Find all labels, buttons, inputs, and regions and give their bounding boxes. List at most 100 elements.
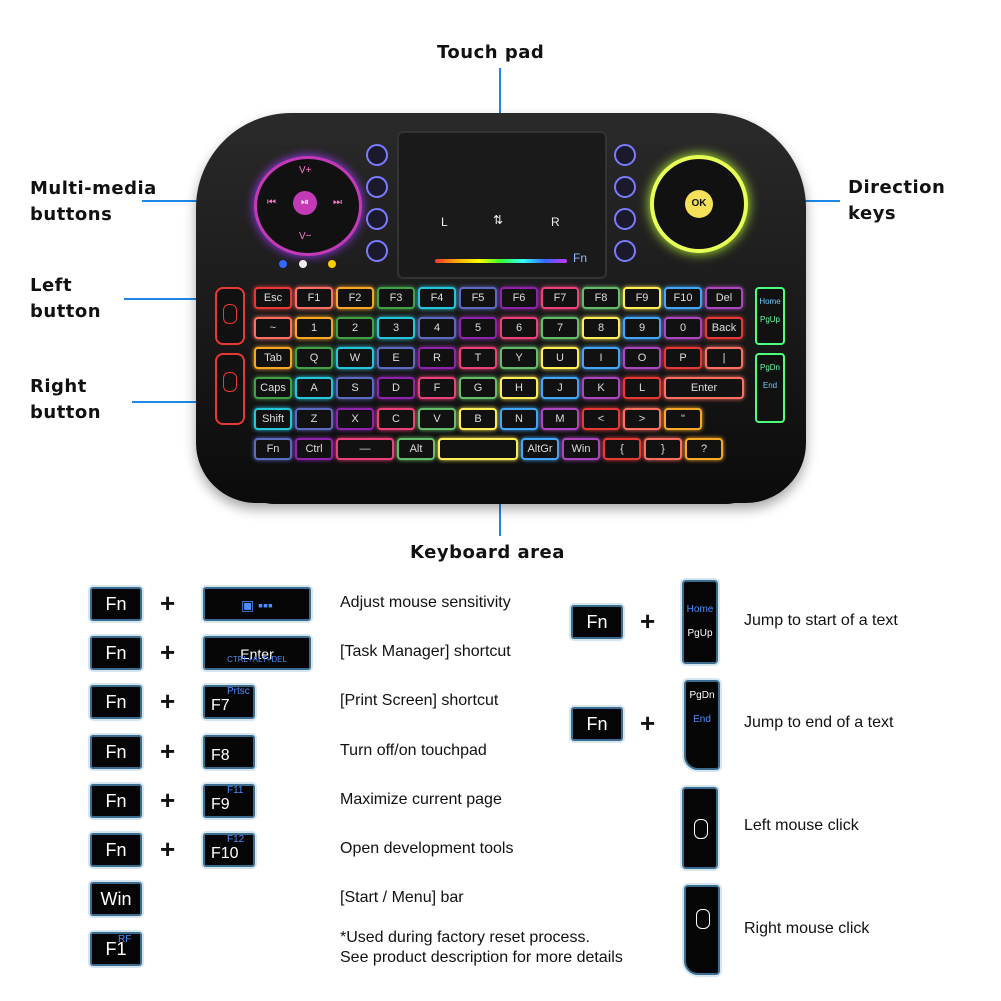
- key-f[interactable]: F: [418, 377, 456, 399]
- key-d[interactable]: D: [377, 377, 415, 399]
- key-x[interactable]: X: [336, 408, 374, 430]
- key-0[interactable]: 0: [664, 317, 702, 339]
- key-f2[interactable]: F2: [336, 287, 374, 309]
- key-z[interactable]: Z: [295, 408, 333, 430]
- key-s[interactable]: S: [336, 377, 374, 399]
- combo-key-label: F10: [211, 845, 239, 862]
- direction-dpad[interactable]: OK: [650, 155, 748, 253]
- key-i[interactable]: I: [582, 347, 620, 369]
- key-f10[interactable]: F10: [664, 287, 702, 309]
- left-mouse-button[interactable]: [215, 287, 245, 345]
- key-sym9[interactable]: ?: [685, 438, 723, 460]
- key-p[interactable]: P: [664, 347, 702, 369]
- key-3[interactable]: 3: [377, 317, 415, 339]
- key-back[interactable]: Back: [705, 317, 743, 339]
- key-del[interactable]: Del: [705, 287, 743, 309]
- key-5[interactable]: 5: [459, 317, 497, 339]
- key-enter[interactable]: Enter: [664, 377, 744, 399]
- key-sym8[interactable]: }: [644, 438, 682, 460]
- key-l[interactable]: L: [623, 377, 661, 399]
- key-ctrl[interactable]: Ctrl: [295, 438, 333, 460]
- key-e[interactable]: E: [377, 347, 415, 369]
- power-button[interactable]: [366, 240, 388, 262]
- key-home-pgup[interactable]: Home PgUp: [755, 287, 785, 345]
- key-q[interactable]: Q: [295, 347, 333, 369]
- key-f5[interactable]: F5: [459, 287, 497, 309]
- mouse-mode-button[interactable]: [614, 240, 636, 262]
- multimedia-dpad[interactable]: V+ V− ⏮ ⏭ ⏯: [254, 156, 362, 256]
- key-shift[interactable]: Shift: [254, 408, 292, 430]
- key-k[interactable]: K: [582, 377, 620, 399]
- key-f6[interactable]: F6: [500, 287, 538, 309]
- fn-key: Fn: [90, 833, 142, 867]
- fn-key: Fn: [571, 605, 623, 639]
- key-t[interactable]: T: [459, 347, 497, 369]
- key-g[interactable]: G: [459, 377, 497, 399]
- key-b[interactable]: B: [459, 408, 497, 430]
- multimedia-callout-line1: Multi-media: [30, 178, 157, 199]
- key-sym8[interactable]: <: [582, 408, 620, 430]
- key-sym11[interactable]: |: [705, 347, 743, 369]
- pgdn-key-label: PgDn: [689, 690, 715, 701]
- key-tab[interactable]: Tab: [254, 347, 292, 369]
- key-f9[interactable]: F9: [623, 287, 661, 309]
- key-sym0[interactable]: ~: [254, 317, 292, 339]
- key-f1[interactable]: F1: [295, 287, 333, 309]
- key-pgdn-end[interactable]: PgDn End: [755, 353, 785, 423]
- key-u[interactable]: U: [541, 347, 579, 369]
- key-n[interactable]: N: [500, 408, 538, 430]
- key-caps[interactable]: Caps: [254, 377, 292, 399]
- key-7[interactable]: 7: [541, 317, 579, 339]
- key-sym9[interactable]: >: [623, 408, 661, 430]
- key-2[interactable]: 2: [336, 317, 374, 339]
- key-sym2[interactable]: —: [336, 438, 394, 460]
- key-space[interactable]: [438, 438, 518, 460]
- key-h[interactable]: H: [500, 377, 538, 399]
- play-pause-icon: ⏯: [293, 191, 317, 215]
- key-f7[interactable]: F7: [541, 287, 579, 309]
- media-player-button[interactable]: [366, 144, 388, 166]
- direction-callout-line1: Direction: [848, 177, 946, 198]
- key-sym10[interactable]: ": [664, 408, 702, 430]
- home-pgup-key: Home PgUp: [682, 580, 718, 664]
- key-8[interactable]: 8: [582, 317, 620, 339]
- key-j[interactable]: J: [541, 377, 579, 399]
- mute-button[interactable]: [366, 208, 388, 230]
- key-fn[interactable]: Fn: [254, 438, 292, 460]
- key-f4[interactable]: F4: [418, 287, 456, 309]
- key-esc[interactable]: Esc: [254, 287, 292, 309]
- home-button[interactable]: [614, 176, 636, 198]
- key-4[interactable]: 4: [418, 317, 456, 339]
- fn-key: Fn: [90, 735, 142, 769]
- key-win[interactable]: Win: [562, 438, 600, 460]
- key-altgr[interactable]: AltGr: [521, 438, 559, 460]
- key-a[interactable]: A: [295, 377, 333, 399]
- right-mouse-button[interactable]: [215, 353, 245, 425]
- key-w[interactable]: W: [336, 347, 374, 369]
- key-f8[interactable]: F8: [582, 287, 620, 309]
- touchpad[interactable]: L R Fn ⇅: [397, 131, 607, 279]
- fn-key: Fn: [90, 685, 142, 719]
- mail-button[interactable]: [366, 176, 388, 198]
- left-click-key: [682, 787, 718, 869]
- key-r[interactable]: R: [418, 347, 456, 369]
- key-c[interactable]: C: [377, 408, 415, 430]
- indicator-yellow: [328, 260, 336, 268]
- key-6[interactable]: 6: [500, 317, 538, 339]
- legend-left-desc-7: [Start / Menu] bar: [340, 889, 464, 906]
- key-v[interactable]: V: [418, 408, 456, 430]
- key-1[interactable]: 1: [295, 317, 333, 339]
- browser-button[interactable]: [614, 208, 636, 230]
- search-button[interactable]: [614, 144, 636, 166]
- key-sym7[interactable]: {: [603, 438, 641, 460]
- legend-right-desc-1: Jump to start of a text: [744, 612, 898, 629]
- key-alt[interactable]: Alt: [397, 438, 435, 460]
- key-o[interactable]: O: [623, 347, 661, 369]
- key-f3[interactable]: F3: [377, 287, 415, 309]
- key-y[interactable]: Y: [500, 347, 538, 369]
- key-9[interactable]: 9: [623, 317, 661, 339]
- volume-up-label: V+: [299, 165, 312, 176]
- key-m[interactable]: M: [541, 408, 579, 430]
- ok-button[interactable]: OK: [685, 190, 713, 218]
